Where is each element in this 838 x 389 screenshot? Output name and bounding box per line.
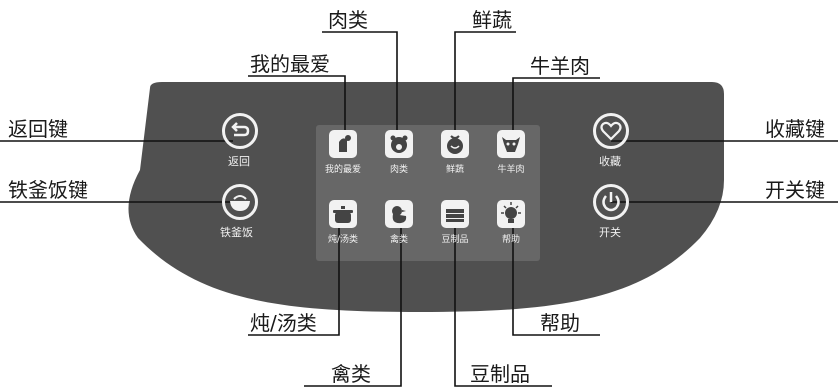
- callout-back: 返回键: [8, 117, 68, 141]
- tile-label: 鲜蔬: [445, 165, 464, 175]
- tile-tofu[interactable]: 豆制品: [428, 196, 482, 250]
- callout-favorites: 我的最爱: [250, 52, 330, 76]
- leader-stew-soup: [248, 228, 340, 336]
- callout-tofu: 豆制品: [470, 362, 530, 386]
- favorite-button[interactable]: 收藏: [593, 113, 703, 183]
- callout-stew-soup: 炖/汤类: [250, 311, 317, 335]
- rice-icon: [222, 184, 258, 220]
- tile-label: 肉类: [389, 165, 408, 175]
- back-arrow-icon: [231, 122, 250, 137]
- callout-power: 开关键: [765, 178, 825, 202]
- tile-label: 帮助: [501, 235, 520, 245]
- tile-stew-soup[interactable]: 炖/汤类: [316, 196, 370, 250]
- tile-label: 炖/汤类: [327, 235, 359, 245]
- power-icon: [602, 192, 620, 212]
- tile-label: 禽类: [389, 235, 408, 245]
- tile-help[interactable]: 帮助: [484, 196, 538, 250]
- leader-help: [512, 228, 600, 336]
- bowl-icon: [230, 195, 250, 211]
- tile-beef-lamb[interactable]: 牛羊肉: [484, 126, 538, 180]
- cow-icon: [497, 130, 525, 158]
- callout-rice: 铁釜饭键: [8, 178, 88, 202]
- leader-favorites: [248, 75, 346, 150]
- tile-label: 豆制品: [441, 235, 469, 245]
- callout-poultry: 禽类: [331, 362, 371, 386]
- tile-label: 我的最爱: [324, 165, 361, 175]
- callout-beef-lamb: 牛羊肉: [530, 54, 590, 78]
- chicken-icon: [385, 200, 413, 228]
- tile-favorites[interactable]: 我的最爱: [316, 126, 370, 180]
- leader-lines: [0, 31, 838, 387]
- leader-poultry: [304, 228, 402, 387]
- leader-tofu: [454, 228, 552, 387]
- touch-screen: [316, 125, 540, 261]
- leader-vegetables: [454, 31, 516, 148]
- bulb-icon: [497, 200, 525, 228]
- callout-help: 帮助: [540, 311, 580, 335]
- tile-meat[interactable]: 肉类: [372, 126, 426, 180]
- pig-icon: [385, 130, 413, 158]
- power-ring: [593, 184, 629, 220]
- tile-poultry[interactable]: 禽类: [372, 196, 426, 250]
- power-button-label: 开关: [599, 226, 621, 239]
- back-icon: [222, 113, 258, 149]
- favorite-ring: [593, 113, 629, 149]
- callout-vegetables: 鲜蔬: [472, 8, 512, 32]
- tofu-icon: [441, 200, 469, 228]
- power-button[interactable]: 开关: [593, 184, 703, 254]
- heart-hand-icon: [329, 130, 357, 158]
- tile-vegetables[interactable]: 鲜蔬: [428, 126, 482, 180]
- pot-icon: [329, 200, 357, 228]
- vegetable-icon: [441, 130, 469, 158]
- favorite-button-label: 收藏: [599, 155, 621, 168]
- back-button[interactable]: 返回: [222, 113, 332, 183]
- leader-meat: [322, 31, 398, 148]
- back-button-label: 返回: [228, 155, 250, 168]
- callout-meat: 肉类: [328, 8, 368, 32]
- leader-beef-lamb: [512, 77, 600, 148]
- heart-icon: [600, 121, 622, 141]
- rice-button[interactable]: 铁釜饭: [220, 184, 332, 254]
- callout-favorite: 收藏键: [765, 117, 825, 141]
- tile-label: 牛羊肉: [497, 165, 525, 175]
- rice-button-label: 铁釜饭: [220, 226, 253, 239]
